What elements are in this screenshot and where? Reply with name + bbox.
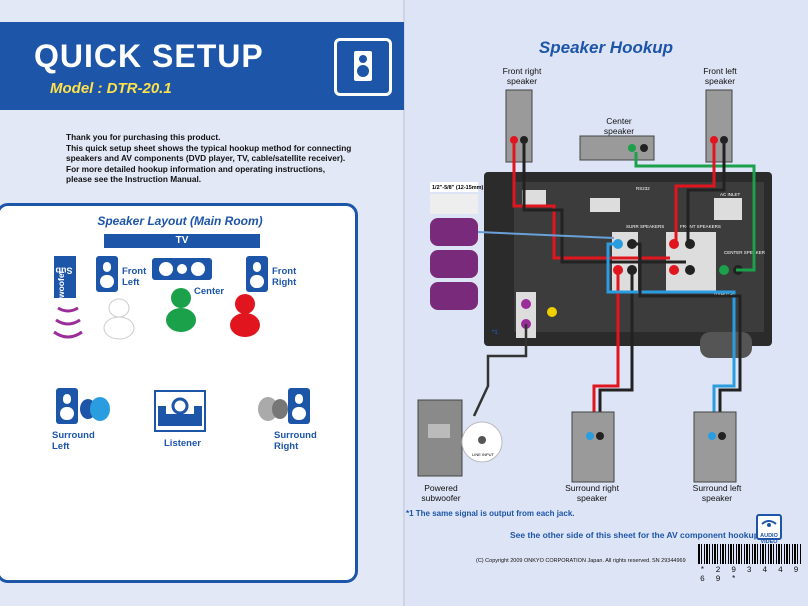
front-right-speaker-icon	[246, 256, 268, 292]
audio-video-icon	[756, 514, 782, 540]
wire-length-label: 1/2"-5/8" (12-15mm)	[432, 185, 484, 191]
ac-inlet-label: AC INLET	[720, 192, 741, 197]
line-input-label: LINE INPUT	[472, 452, 495, 457]
powered-sub-caption-2: subwoofer	[421, 493, 461, 503]
front-speakers-label: FRONT SPEAKERS	[680, 224, 721, 229]
surround-left-caption-1: Surround left	[692, 483, 742, 493]
footnote-marker: *1	[492, 330, 498, 336]
center-caption-2: speaker	[603, 126, 635, 136]
listener-label: Listener	[164, 438, 201, 449]
powered-subwoofer-icon: LINE INPUT	[417, 399, 503, 477]
intro-line: This quick setup sheet shows the typical…	[66, 142, 352, 153]
surround-right-speaker-icon	[288, 388, 310, 424]
surround-left-label-1: Surround	[52, 430, 95, 441]
subwoofer-badge: Sub	[54, 256, 76, 298]
surround-right-label-2: Right	[274, 441, 299, 452]
speaker-hookup-title: Speaker Hookup	[538, 38, 674, 57]
front-left-label-2: Left	[122, 277, 140, 288]
center-sound-shape-icon	[166, 288, 196, 332]
speaker-hookup-diagram: RS232 SURR SPEAKERS FRONT SPEAKERS CENTE…	[417, 89, 772, 483]
surround-right-caption-1: Surround right	[565, 483, 619, 493]
surround-left-speaker-icon	[56, 388, 78, 424]
footnote-text: *1 The same signal is output from each j…	[406, 509, 575, 518]
tv-bar: TV	[104, 234, 260, 248]
center-speaker-icon	[579, 135, 655, 161]
surround-right-speaker-icon	[571, 411, 615, 483]
center-speaker-panel-label: CENTER SPEAKER	[724, 250, 766, 255]
front-left-caption-1: Front left	[703, 66, 737, 76]
front-right-label-1: Front	[272, 266, 297, 277]
rs232-label: RS232	[636, 186, 650, 191]
intro-line: please see the Instruction Manual.	[66, 174, 202, 184]
powered-sub-caption-1: Powered	[424, 483, 458, 493]
barcode-digits: * 2 9 3 4 4 9 6 9 *	[700, 566, 802, 584]
av-label-1: AUDIO	[760, 533, 778, 539]
center-caption-1: Center	[606, 116, 632, 126]
other-side-note: See the other side of this sheet for the…	[510, 530, 762, 540]
av-label-2: VIDEO	[760, 539, 778, 545]
front-right-speaker-icon	[505, 89, 533, 163]
surround-right-sound-shape-icon	[258, 397, 288, 421]
fold-line	[403, 0, 405, 606]
speaker-layout-title: Speaker Layout (Main Room)	[97, 214, 263, 228]
surround-left-label-2: Left	[52, 441, 70, 452]
copyright-text: (C) Copyright 2009 ONKYO CORPORATION Jap…	[476, 558, 651, 564]
speaker-logo-icon	[334, 38, 392, 96]
surround-left-sound-shape-icon	[80, 397, 110, 421]
front-right-caption-2: speaker	[506, 76, 538, 86]
surround-right-label-1: Surround	[274, 430, 317, 441]
intro-line: Thank you for purchasing this product.	[66, 132, 221, 142]
front-left-listener-shape-icon	[103, 298, 135, 340]
header-banner: QUICK SETUP Model : DTR-20.1	[0, 22, 404, 110]
surround-right-caption-2: speaker	[576, 493, 608, 503]
surr-speakers-label: SURR SPEAKERS	[626, 224, 664, 229]
surround-left-caption-2: speaker	[701, 493, 733, 503]
listener-sofa-icon	[154, 390, 206, 432]
serial-number: SN 29344969	[652, 558, 686, 564]
surround-left-speaker-icon	[693, 411, 737, 483]
barcode-icon	[698, 544, 801, 564]
subwoofer-sound-waves-icon	[53, 306, 83, 339]
front-left-caption-2: speaker	[704, 76, 736, 86]
front-left-label-1: Front	[122, 266, 147, 277]
center-speaker-icon	[152, 258, 212, 280]
model-label: Model : DTR-20.1	[50, 80, 172, 97]
intro-line: For more detailed hookup information and…	[66, 163, 326, 174]
intro-text: Thank you for purchasing this product. T…	[66, 132, 396, 185]
page-title: QUICK SETUP	[34, 38, 264, 74]
front-right-label-2: Right	[272, 277, 297, 288]
front-left-speaker-icon	[96, 256, 118, 292]
front-left-speaker-icon	[705, 89, 733, 163]
front-right-caption-1: Front right	[502, 66, 542, 76]
subwoofer-label-2: woofer	[56, 270, 66, 298]
front-right-sound-shape-icon	[230, 294, 260, 337]
intro-line: speakers and AV components (DVD player, …	[66, 153, 346, 163]
center-label: Center	[194, 286, 225, 297]
